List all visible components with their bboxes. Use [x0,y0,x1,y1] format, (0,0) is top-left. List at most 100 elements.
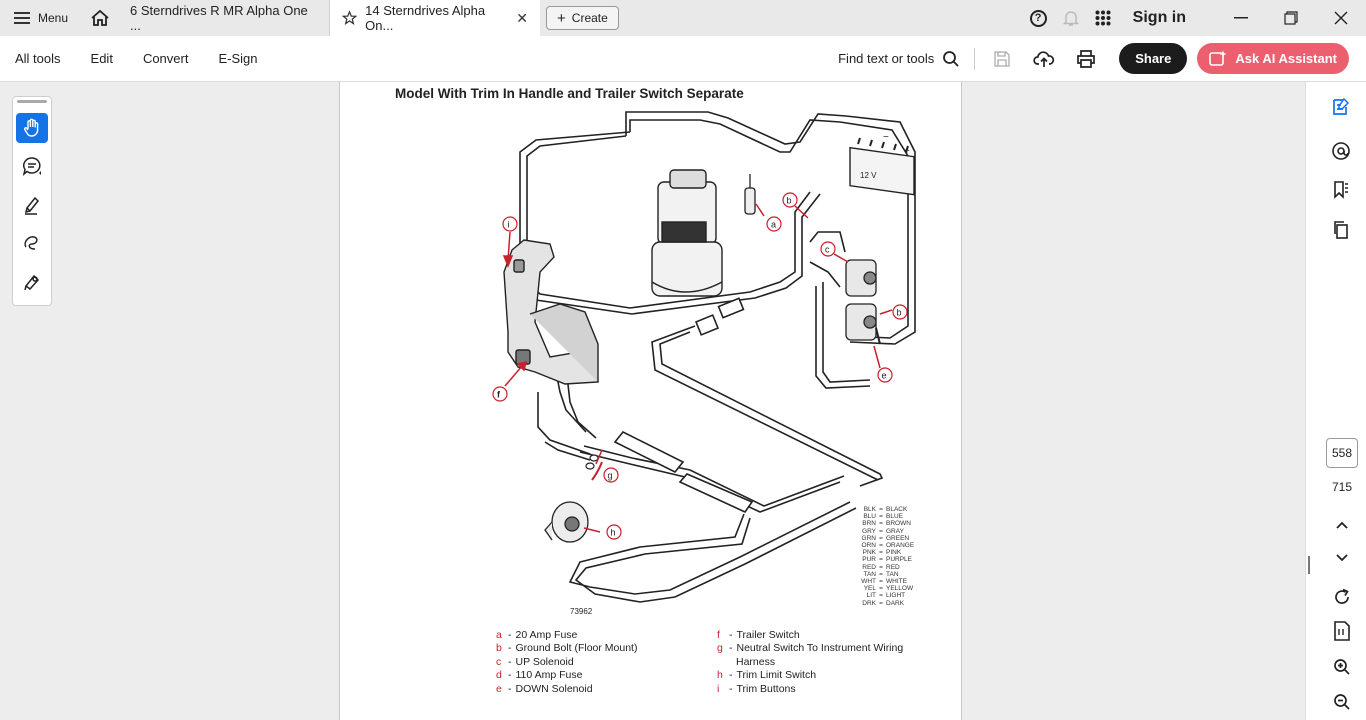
search-icon[interactable] [942,50,960,68]
copy-pages-icon [1334,221,1348,239]
home-icon [91,9,109,26]
caption-item: i-Trim Buttons [717,683,903,696]
legend-equals: = [879,563,883,571]
close-window-button[interactable] [1316,11,1366,25]
legend-abbr: PUR [862,556,876,564]
right-panel [1305,82,1366,720]
svg-text:e: e [882,371,887,381]
pages-panel-button[interactable] [1330,219,1352,241]
legend-row: ORN=ORANGE [858,542,915,550]
bell-icon[interactable] [1062,9,1079,27]
rotate-button[interactable] [1330,585,1354,609]
legend-abbr: RED [862,563,876,571]
edit-pdf-panel-button[interactable] [1330,96,1352,118]
callout-b-top: b [782,192,798,208]
legend-abbr: LIT [866,592,876,600]
edit-menu[interactable]: Edit [90,51,113,66]
draw-tool-button[interactable] [16,228,48,258]
star-icon[interactable] [342,10,358,26]
convert-menu[interactable]: Convert [142,51,189,66]
zoom-out-button[interactable] [1330,690,1354,714]
rotate-icon [1335,588,1349,604]
legend-color-name: BLACK [886,506,908,513]
caption-letter: f [717,629,720,641]
caption-item: h-Trim Limit Switch [717,669,903,682]
legend-color-name: WHITE [886,578,907,586]
callout-e: e [877,367,893,383]
legend-equals: = [879,599,883,607]
legend-equals: = [879,520,883,528]
sign-in-button[interactable]: Sign in [1132,9,1186,26]
legend-abbr: ORN [861,542,876,550]
caption-letter: g [717,642,723,655]
legend-abbr: PNK [862,549,876,557]
all-tools-menu[interactable]: All tools [15,51,61,66]
bookmarks-panel-button[interactable] [1330,179,1352,201]
actual-size-button[interactable] [1330,619,1354,643]
sign-tool-button[interactable] [16,267,48,297]
next-page-button[interactable] [1330,546,1354,570]
comment-icon [22,157,41,177]
edit-document-icon [1333,97,1350,115]
scrollbar-thumb[interactable] [1308,556,1310,574]
previous-page-button[interactable] [1330,513,1354,537]
printer-icon [1077,49,1096,68]
ai-assistant-button[interactable]: Ask AI Assistant [1197,43,1349,74]
current-page-input[interactable]: 558 [1326,438,1358,468]
chevron-down-icon [1336,554,1348,562]
pdf-page: Model With Trim In Handle and Trailer Sw… [339,82,962,720]
svg-text:a: a [771,220,776,230]
apps-grid-icon[interactable] [1095,10,1111,26]
toolbar-divider [974,47,976,70]
legend-row: BLU=BLUE [858,513,914,520]
comments-panel-button[interactable] [1330,140,1352,162]
comment-tool-button[interactable] [16,151,48,181]
restore-button[interactable] [1266,11,1316,25]
help-icon[interactable]: ? [1029,9,1047,27]
zoom-in-icon [1334,659,1350,675]
legend-equals: = [879,534,883,542]
legend-equals: = [879,592,883,600]
create-button[interactable]: + Create [546,6,619,30]
caption-letter: i [717,682,720,695]
zoom-in-button[interactable] [1330,655,1354,679]
legend-color-name: GRAY [886,527,904,535]
highlight-tool-button[interactable] [16,190,48,220]
caption-letter: d [496,669,502,682]
legend-color-name: TAN [886,570,899,578]
legend-color-name: RED [886,563,900,571]
close-tab-icon[interactable]: ✕ [516,9,529,26]
share-button[interactable]: Share [1119,43,1188,74]
page-title: Model With Trim In Handle and Trailer Sw… [395,86,744,101]
print-button[interactable] [1065,36,1107,82]
hamburger-icon [14,12,30,24]
caption-letter: a [496,629,502,641]
bookmark-icon [1334,181,1348,199]
plus-icon: + [557,9,566,27]
caption-item: b-Ground Bolt (Floor Mount) [496,642,637,655]
minimize-button[interactable] [1216,17,1266,19]
find-text-field[interactable]: Find text or tools [838,51,935,66]
page-fit-icon [1334,621,1350,641]
hand-tool-button[interactable] [16,112,48,144]
legend-row: DRK=DARK [858,600,914,607]
legend-equals: = [879,585,883,593]
tab-document-1[interactable]: 6 Sterndrives R MR Alpha One ... [118,0,331,36]
esign-menu[interactable]: E-Sign [218,51,258,66]
callout-h: h [606,524,622,540]
home-button[interactable] [82,0,118,36]
legend-row: RED=RED [858,564,914,571]
save-button[interactable] [981,36,1023,82]
upload-button[interactable] [1023,36,1065,82]
tab-document-2[interactable]: 14 Sterndrives Alpha On... ✕ [330,0,541,36]
legend-equals: = [879,527,883,535]
legend-abbr: WHT [861,578,876,586]
caption-letter: b [496,642,502,655]
create-label: Create [571,11,608,25]
legend-color-name: YELLOW [886,585,914,593]
hand-icon [24,118,39,137]
rail-grip[interactable] [17,100,47,103]
menu-button[interactable]: Menu [0,0,82,36]
